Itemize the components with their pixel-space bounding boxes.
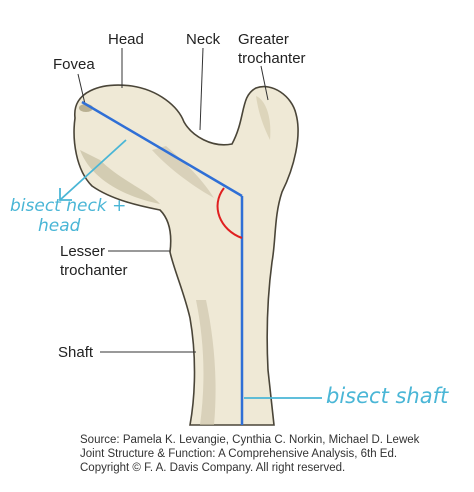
neck-shading [152,146,214,198]
leader-fovea [77,73,86,105]
leader-neck [199,47,204,131]
label-greater-trochanter-line2: trochanter [238,50,306,67]
neck-shaft-angle-arc [216,187,243,239]
leader-greater-trochanter [260,65,269,101]
annotation-bisect-neck-line1: bisect neck + [10,196,127,216]
label-neck: Neck [186,31,221,48]
label-lesser-trochanter-line2: trochanter [60,262,128,279]
label-fovea: Fovea [53,56,95,73]
neck-axis-line [81,100,243,198]
source-line-3: Copyright © F. A. Davis Company. All rig… [80,462,346,474]
label-greater-trochanter-line1: Greater [238,31,289,48]
source-line-1: Source: Pamela K. Levangie, Cynthia C. N… [80,434,420,446]
annotation-pointer-neck-arrowhead [59,188,72,201]
trochanter-shading [256,96,271,140]
shaft-shading [196,300,216,425]
label-head: Head [108,31,144,48]
source-line-2: Joint Structure & Function: A Comprehens… [80,448,398,460]
annotation-bisect-shaft: bisect shaft [326,384,449,408]
femur-bone [73,84,299,426]
label-shaft: Shaft [58,344,94,361]
annotation-pointer-neck [59,139,127,201]
label-lesser-trochanter-line1: Lesser [60,243,106,260]
annotation-bisect-neck-line2: head [38,216,81,236]
